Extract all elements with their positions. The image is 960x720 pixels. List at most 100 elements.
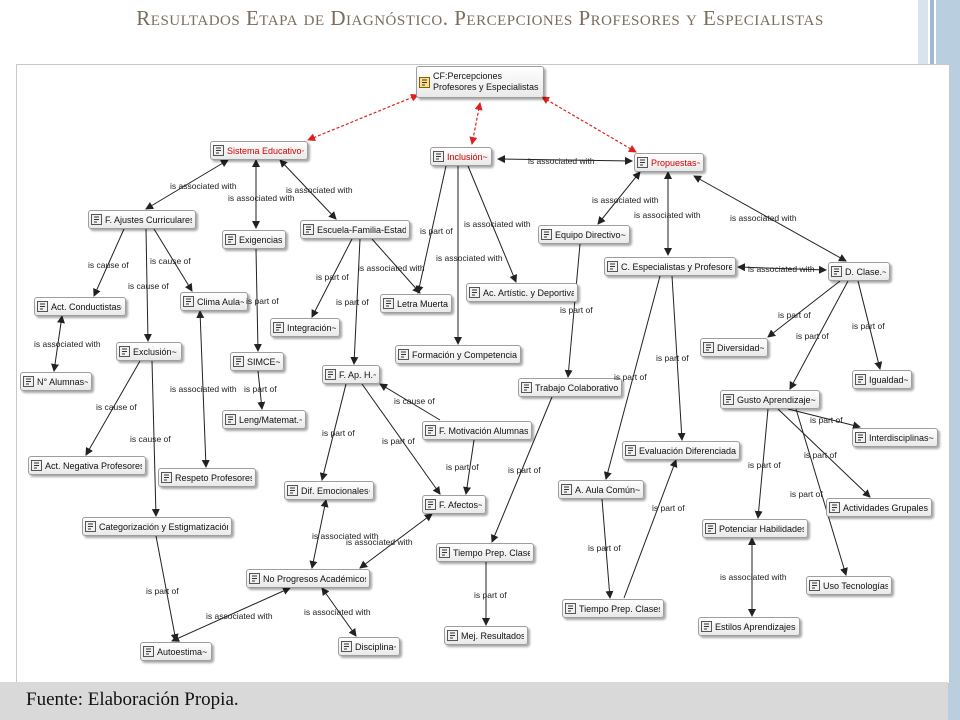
- node-gusto-aprendizaje[interactable]: Gusto Aprendizaje~: [720, 390, 820, 409]
- node-label: Sistema Educativo~: [227, 145, 304, 156]
- node-evaluacion-diferenciada[interactable]: Evaluación Diferenciada~: [622, 441, 740, 460]
- edge-label: is part of: [146, 586, 179, 596]
- edge-label: is associated with: [748, 264, 815, 274]
- node-label: Inclusión~: [447, 151, 488, 162]
- code-document-icon: [91, 214, 102, 225]
- code-document-icon: [625, 445, 636, 456]
- edge-label: is cause of: [394, 396, 435, 406]
- node-label: Escuela-Familia-Estado~: [317, 224, 406, 235]
- node-equipo-directivo[interactable]: Equipo Directivo~: [538, 225, 630, 244]
- node-especialistas-profesores[interactable]: C. Especialistas y Profesores~: [604, 257, 736, 276]
- node-motivacion-alumnas[interactable]: F. Motivación Alumnas~: [422, 421, 532, 440]
- relation-link: [767, 280, 841, 338]
- code-document-icon: [433, 151, 444, 162]
- root-link: [541, 96, 637, 153]
- node-f-ap-h[interactable]: F. Ap. H.~: [322, 365, 380, 384]
- node-n-alumnas[interactable]: N° Alumnas~: [20, 372, 92, 391]
- node-diversidad[interactable]: Diversidad~: [700, 338, 768, 357]
- node-inclusion[interactable]: Inclusión~: [430, 147, 492, 166]
- node-label: Propuestas~: [651, 157, 700, 168]
- relation-link: [597, 171, 641, 225]
- node-label: Formación y Competencias~: [412, 349, 517, 360]
- code-document-icon: [855, 374, 866, 385]
- code-document-icon: [703, 342, 714, 353]
- node-letra-muerta[interactable]: Letra Muerta~: [380, 294, 452, 313]
- node-exclusion[interactable]: Exclusión~: [116, 342, 182, 361]
- node-categorizacion-estigmatizacion[interactable]: Categorización y Estigmatización~: [82, 517, 232, 536]
- node-actividades-grupales[interactable]: Actividades Grupales~: [826, 498, 932, 517]
- node-tiempo-prep-clases-2[interactable]: Tiempo Prep. Clases~: [562, 599, 664, 618]
- node-mej-resultados[interactable]: Mej. Resultados~: [444, 626, 528, 645]
- node-act-negativa-profesores[interactable]: Act. Negativa Profesores~: [28, 456, 146, 475]
- code-document-icon: [541, 229, 552, 240]
- edge-label: is associated with: [634, 210, 701, 220]
- code-document-icon: [303, 224, 314, 235]
- node-tiempo-prep-clases-1[interactable]: Tiempo Prep. Clases~: [436, 543, 534, 562]
- node-trabajo-colaborativo[interactable]: Trabajo Colaborativo~: [518, 378, 622, 397]
- node-label: Leng/Matemat.~: [239, 414, 302, 425]
- node-uso-tecnologias[interactable]: Uso Tecnologías~: [806, 576, 892, 595]
- node-respeto-profesores[interactable]: Respeto Profesores~: [158, 468, 256, 487]
- node-integracion[interactable]: Integración~: [270, 318, 340, 337]
- relation-link: [857, 280, 883, 370]
- code-document-icon: [855, 432, 866, 443]
- node-estilos-aprendizajes[interactable]: Estilos Aprendizajes~: [698, 617, 800, 636]
- node-propuestas[interactable]: Propuestas~: [634, 153, 704, 172]
- relation-link: [279, 159, 337, 220]
- relation-link: [143, 228, 152, 342]
- node-aula-comun[interactable]: A. Aula Común~: [558, 480, 644, 499]
- edge-label: is cause of: [150, 256, 191, 266]
- node-label: Categorización y Estigmatización~: [99, 521, 228, 532]
- node-d-clase[interactable]: D. Clase.~: [828, 262, 890, 281]
- edge-label: is associated with: [304, 607, 371, 617]
- edge-label: is part of: [244, 384, 277, 394]
- code-document-icon: [143, 646, 154, 657]
- node-igualdad[interactable]: Igualdad~: [852, 370, 912, 389]
- node-ajustes-curriculares[interactable]: F. Ajustes Curriculares~: [88, 210, 196, 229]
- node-label: Igualdad~: [869, 374, 908, 385]
- node-simce[interactable]: SIMCE~: [230, 352, 284, 371]
- node-autoestima[interactable]: Autoestima~: [140, 642, 212, 661]
- node-label: Gusto Aprendizaje~: [737, 394, 816, 405]
- edge-label: is part of: [652, 503, 685, 513]
- edge-label: is part of: [382, 436, 415, 446]
- code-document-icon: [23, 376, 34, 387]
- node-label: Mej. Resultados~: [461, 630, 524, 641]
- edge-label: is part of: [796, 331, 829, 341]
- relation-link: [153, 228, 193, 292]
- code-document-icon: [383, 298, 394, 309]
- node-formacion-competencias[interactable]: Formación y Competencias~: [395, 345, 521, 364]
- root-link: [307, 93, 419, 142]
- node-no-progresos-academicos[interactable]: No Progresos Académicos~: [246, 569, 370, 588]
- node-leng-matemat[interactable]: Leng/Matemat.~: [222, 410, 306, 429]
- node-interdisciplinas[interactable]: Interdisciplinas~: [852, 428, 938, 447]
- node-root[interactable]: CF:Percepciones Profesores y Especialist…: [416, 66, 544, 98]
- edge-label: is part of: [614, 372, 647, 382]
- node-potenciar-habilidades[interactable]: Potenciar Habilidades~: [702, 519, 808, 538]
- node-sistema-educativo[interactable]: Sistema Educativo~: [210, 141, 308, 160]
- node-act-conductistas[interactable]: Act. Conductistas~: [34, 297, 126, 316]
- node-clima-aula[interactable]: Clima Aula~: [180, 292, 248, 311]
- node-label: N° Alumnas~: [37, 376, 88, 387]
- node-disciplina[interactable]: Disciplina~: [338, 637, 400, 656]
- edge-label: is part of: [446, 462, 479, 472]
- node-label: Letra Muerta~: [397, 298, 448, 309]
- edge-label: is part of: [474, 590, 507, 600]
- edge-label: is part of: [804, 450, 837, 460]
- node-escuela-familia-estado[interactable]: Escuela-Familia-Estado~: [300, 220, 410, 239]
- node-dif-emocionales[interactable]: Dif. Emocionales~: [284, 481, 374, 500]
- slide-title: Resultados Etapa de Diagnóstico. Percepc…: [136, 6, 824, 30]
- node-ac-artistic-deportivas[interactable]: Ac. Artístic. y Deportivas~: [466, 283, 578, 302]
- node-label: CF:Percepciones Profesores y Especialist…: [433, 71, 539, 92]
- node-exigencias[interactable]: Exigencias~: [222, 230, 286, 249]
- relation-link: [171, 587, 291, 642]
- code-document-icon: [213, 145, 224, 156]
- node-label: Autoestima~: [157, 646, 208, 657]
- relation-link: [777, 408, 871, 498]
- node-f-afectos[interactable]: F. Afectos~: [422, 495, 486, 514]
- relation-link: [467, 165, 518, 283]
- relation-link: [361, 383, 441, 495]
- node-label: Exigencias~: [239, 234, 282, 245]
